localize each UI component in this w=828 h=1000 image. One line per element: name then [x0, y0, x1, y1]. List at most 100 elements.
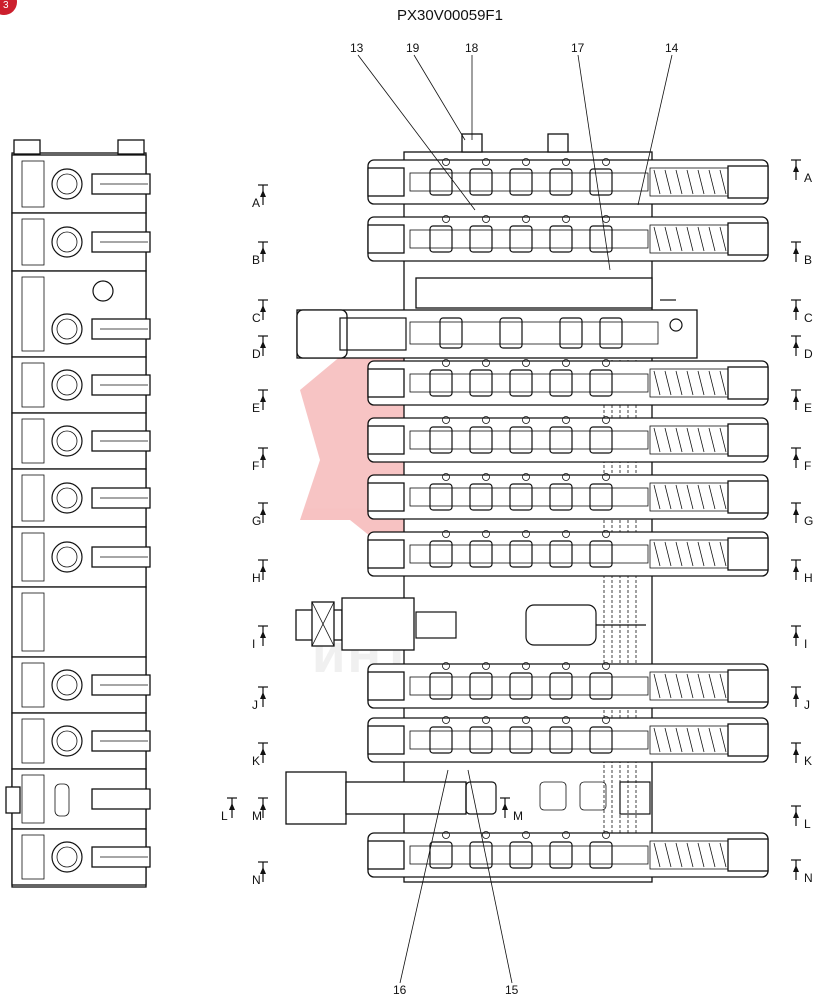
section-marker-c: C	[791, 299, 813, 325]
port-hole	[602, 530, 610, 538]
spring-coil	[719, 427, 727, 453]
section-label-k: K	[804, 754, 812, 768]
corner-badge: 3	[0, 0, 17, 15]
spool-land	[559, 317, 583, 349]
marker-arrow	[793, 565, 799, 572]
marker-arrow	[260, 565, 266, 572]
spring-coil	[675, 169, 683, 195]
port-hole	[522, 716, 530, 724]
spring-coil	[675, 427, 683, 453]
spring-coil	[708, 169, 716, 195]
spool-land	[509, 426, 533, 454]
port-circle	[51, 669, 83, 701]
port-hole	[482, 473, 490, 481]
port-hole	[482, 530, 490, 538]
main-section-view	[285, 133, 769, 883]
spool-land	[549, 540, 573, 568]
section-marker-g: G	[252, 502, 268, 528]
section-marker-n: N	[791, 859, 813, 885]
spool-land	[549, 225, 573, 253]
port-hole	[602, 716, 610, 724]
spool-land	[469, 483, 493, 511]
spring-coil	[697, 842, 705, 868]
section-label-b: B	[804, 253, 812, 267]
spool-bore	[409, 676, 649, 696]
marker-arrow	[260, 748, 266, 755]
spool-bore	[409, 487, 649, 507]
section-marker-f: F	[252, 447, 268, 473]
section-housing	[367, 717, 769, 763]
spool-land	[469, 426, 493, 454]
spool-land	[439, 317, 463, 349]
spring-coil	[686, 541, 694, 567]
left-end-cap	[296, 309, 348, 359]
spring-chamber	[649, 425, 729, 455]
port-hole	[522, 473, 530, 481]
left-section-recess	[21, 834, 45, 880]
right-end-cap	[727, 480, 769, 514]
spool-land	[429, 225, 453, 253]
left-section	[11, 468, 151, 528]
relief-section	[295, 597, 646, 651]
spool-bore	[409, 544, 649, 564]
left-end-cap	[367, 725, 405, 755]
spool-land	[549, 672, 573, 700]
port-hole	[562, 359, 570, 367]
spool-bore	[409, 845, 649, 865]
spool-bore	[409, 430, 649, 450]
section-marker-a: A	[252, 184, 268, 210]
left-section-recess	[21, 718, 45, 764]
spring-coil	[664, 727, 672, 753]
marker-arrow	[793, 508, 799, 515]
section-label-n: N	[252, 873, 261, 887]
marker-arrow	[229, 803, 235, 810]
marker-arrow	[502, 803, 508, 810]
spring-coil	[664, 226, 672, 252]
section-marker-d: D	[252, 335, 268, 361]
left-section-recess	[21, 592, 45, 652]
section-marker-d: D	[791, 335, 813, 361]
spring-coil	[708, 541, 716, 567]
right-end-cap	[727, 838, 769, 872]
port-hole	[562, 831, 570, 839]
port-hole	[442, 716, 450, 724]
port-hole	[602, 662, 610, 670]
left-end-cap	[367, 840, 405, 870]
marker-arrow	[260, 692, 266, 699]
right-end-cap	[727, 222, 769, 256]
left-section	[11, 656, 151, 714]
port-circle	[51, 168, 83, 200]
spring-coil	[686, 484, 694, 510]
spring-coil	[708, 427, 716, 453]
spring-coil	[653, 484, 661, 510]
spool-land	[429, 369, 453, 397]
port-hole	[522, 359, 530, 367]
spring-coil	[697, 370, 705, 396]
spool-land	[589, 540, 613, 568]
spring-chamber	[649, 725, 729, 755]
spring-coil	[719, 541, 727, 567]
spring-coil	[697, 727, 705, 753]
port-hole	[602, 158, 610, 166]
spool-land	[469, 540, 493, 568]
left-section	[11, 828, 151, 886]
spring-coil	[664, 169, 672, 195]
section-label-h: H	[252, 571, 261, 585]
upper-chamber	[415, 277, 653, 309]
section-marker-l: L	[791, 805, 811, 831]
travel-plug	[619, 781, 651, 815]
section-marker-j: J	[791, 686, 810, 712]
spring-coil	[708, 484, 716, 510]
spool-land	[549, 369, 573, 397]
spring-coil	[686, 842, 694, 868]
section-label-l: L	[804, 817, 811, 831]
section-label-j: J	[252, 698, 258, 712]
leader-lines	[357, 54, 673, 984]
port-hole	[522, 158, 530, 166]
spool-land	[589, 225, 613, 253]
right-end-cap	[727, 423, 769, 457]
spring-coil	[686, 727, 694, 753]
left-section-recess	[21, 662, 45, 708]
port-hole	[482, 359, 490, 367]
